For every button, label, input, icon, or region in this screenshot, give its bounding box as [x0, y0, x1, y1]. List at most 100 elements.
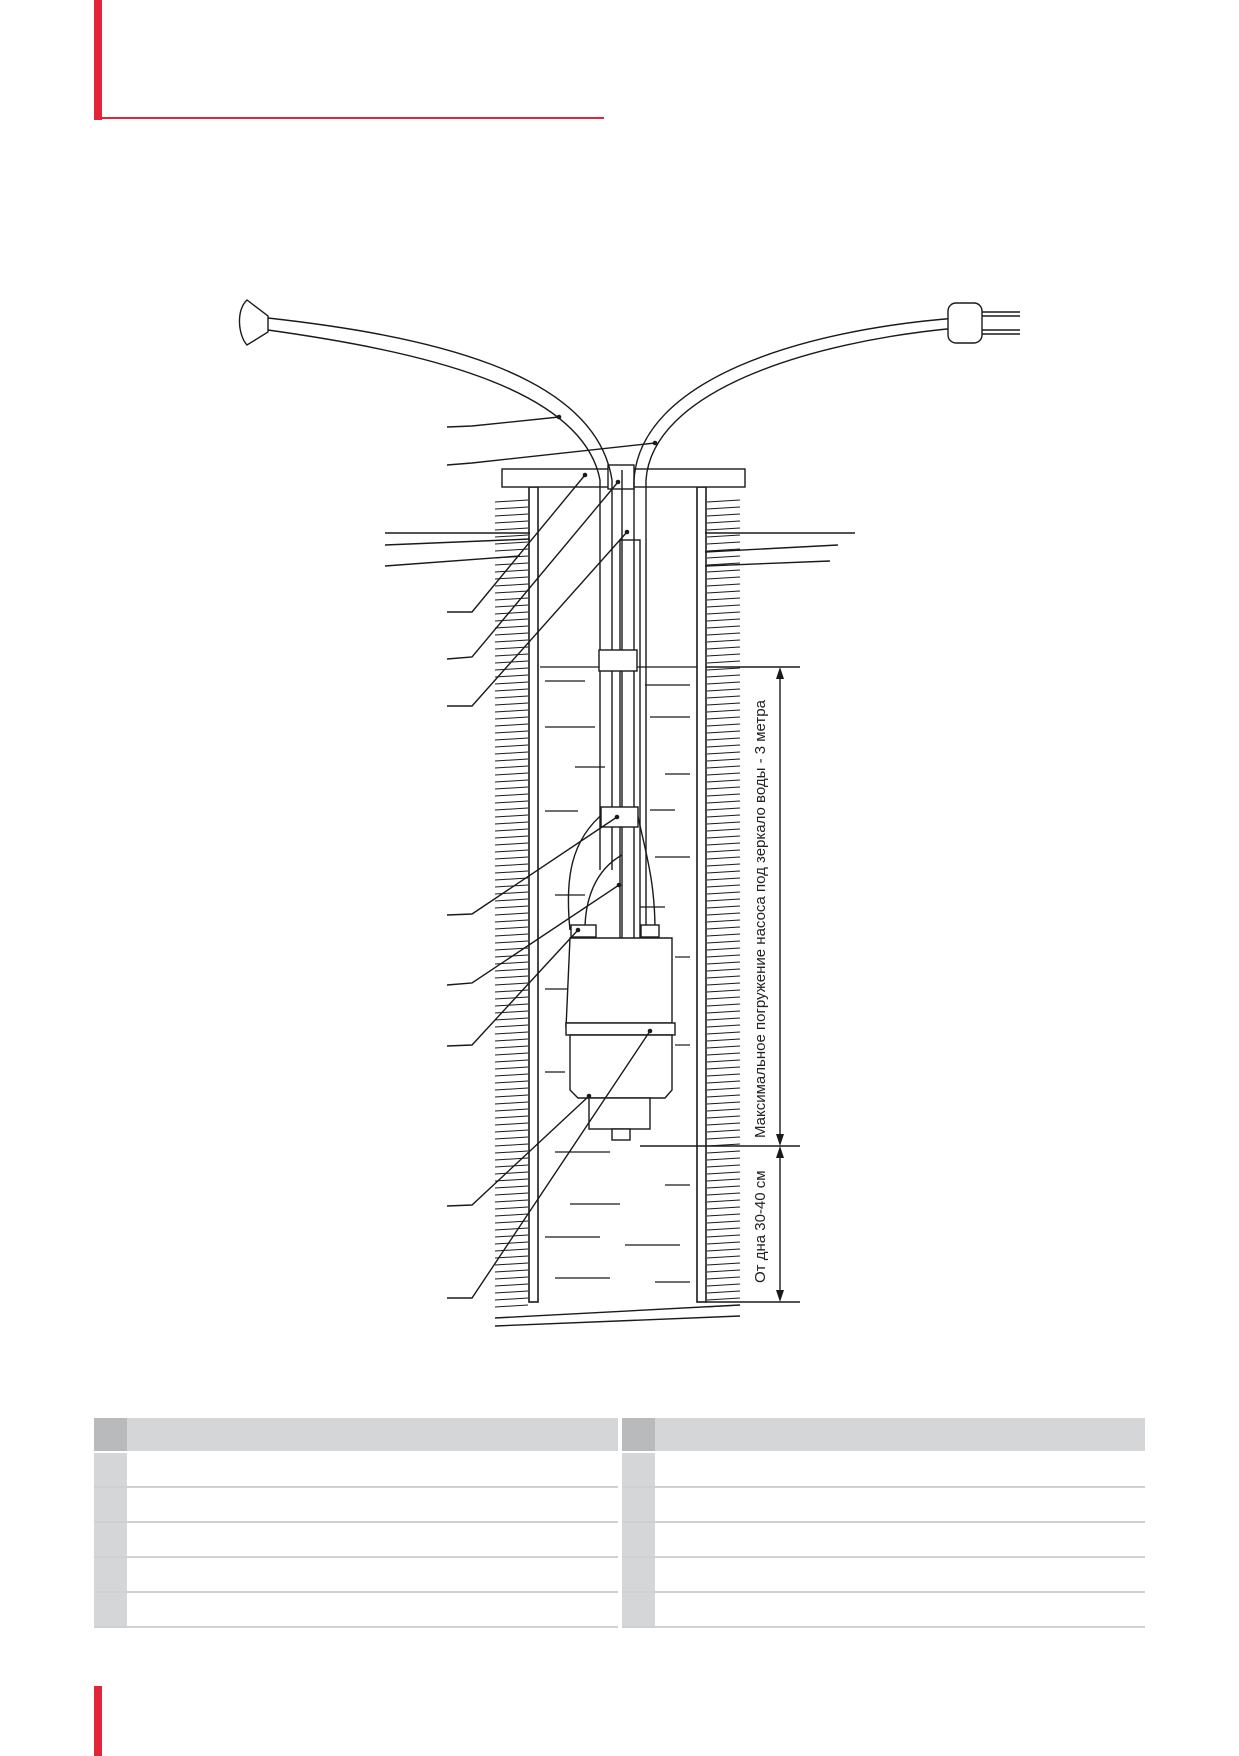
hatch-line: [494, 856, 529, 860]
legend-right-description: [654, 1452, 1145, 1488]
legend-column-gap: [617, 1418, 622, 1453]
hatch-line: [494, 1283, 529, 1287]
hatch-line: [706, 695, 741, 699]
hatch-line: [706, 1122, 741, 1126]
hatch-line: [706, 807, 741, 811]
well-head-cap: [501, 464, 746, 490]
hatch-line: [706, 828, 741, 832]
hatch-line: [494, 604, 529, 608]
hatch-line: [706, 590, 741, 594]
accent-bar-top: [94, 0, 102, 120]
legend-row: [94, 1452, 1145, 1488]
hatch-line: [494, 597, 529, 601]
hatch-line: [494, 674, 529, 678]
hatch-line: [706, 555, 741, 559]
hatch-line: [706, 674, 741, 678]
hatch-line: [494, 1038, 529, 1042]
hatch-line: [706, 1108, 741, 1112]
hatch-line: [494, 681, 529, 685]
hatch-line: [706, 1297, 741, 1301]
hatch-line: [494, 982, 529, 986]
hatch-line: [706, 1192, 741, 1196]
hatch-line: [494, 1213, 529, 1217]
legend-column-gap: [617, 1522, 622, 1557]
hatch-line: [494, 569, 529, 573]
hatch-line: [706, 576, 741, 580]
hatch-line: [494, 870, 529, 874]
hatch-line: [494, 1234, 529, 1238]
submersible-pump: [565, 924, 676, 1141]
hatch-line: [706, 1234, 741, 1238]
hatch-line: [706, 1157, 741, 1161]
hatch-line: [706, 1038, 741, 1042]
hatch-line: [494, 1304, 529, 1308]
hatch-line: [494, 716, 529, 720]
hatch-line: [706, 1045, 741, 1049]
legend-row: [94, 1592, 1145, 1628]
hatch-line: [706, 989, 741, 993]
hatch-line: [494, 912, 529, 916]
hatch-line: [494, 1262, 529, 1266]
hatch-line: [706, 583, 741, 587]
hatch-line: [706, 723, 741, 727]
legend-right-number: [621, 1487, 655, 1523]
hatch-line: [494, 814, 529, 818]
hatch-line: [706, 765, 741, 769]
hatch-line: [706, 639, 741, 643]
hatch-line: [706, 940, 741, 944]
hatch-line: [706, 961, 741, 965]
hatch-line: [706, 1059, 741, 1063]
legend-right-description: [654, 1557, 1145, 1593]
legend-left-description: [127, 1557, 618, 1593]
hatch-line: [706, 1206, 741, 1210]
hatch-line: [494, 758, 529, 762]
hatch-line: [706, 1094, 741, 1098]
hatch-line: [706, 1227, 741, 1231]
hatch-line: [706, 891, 741, 895]
hatch-line: [706, 1220, 741, 1224]
hatch-line: [706, 520, 741, 524]
hatch-line: [494, 730, 529, 734]
hatch-line: [494, 891, 529, 895]
hatch-line: [706, 548, 741, 552]
legend-right-description: [654, 1418, 1145, 1453]
hatch-line: [706, 730, 741, 734]
hatch-line: [494, 527, 529, 531]
legend-left-description: [127, 1592, 618, 1628]
hatch-line: [494, 821, 529, 825]
hatch-line: [494, 1066, 529, 1070]
hatch-line: [494, 779, 529, 783]
hatch-line: [494, 884, 529, 888]
hatch-line: [494, 646, 529, 650]
hatch-line: [494, 933, 529, 937]
bottom-clearance-label: От дна 30-40 см: [752, 1170, 769, 1283]
hatch-line: [494, 905, 529, 909]
legend-right-description: [654, 1522, 1145, 1558]
hatch-line: [494, 1150, 529, 1154]
hatch-line: [494, 940, 529, 944]
hatch-line: [494, 583, 529, 587]
hatch-line: [706, 534, 741, 538]
hatch-line: [494, 1031, 529, 1035]
hatch-line: [494, 898, 529, 902]
hatch-line: [494, 653, 529, 657]
hatch-line: [706, 744, 741, 748]
hatch-line: [494, 1206, 529, 1210]
hatch-line: [494, 1003, 529, 1007]
hatch-line: [706, 947, 741, 951]
hatch-line: [494, 1269, 529, 1273]
hatch-line: [494, 772, 529, 776]
legend-right-number: [621, 1452, 655, 1488]
hatch-line: [494, 793, 529, 797]
hatch-line: [494, 737, 529, 741]
legend-row: [94, 1522, 1145, 1558]
hatch-line: [494, 1136, 529, 1140]
legend-left-description: [127, 1487, 618, 1523]
hatch-line: [706, 919, 741, 923]
hatch-line: [706, 1129, 741, 1133]
hatch-line: [494, 1101, 529, 1105]
hatch-line: [494, 611, 529, 615]
hatch-line: [494, 1276, 529, 1280]
hatch-line: [706, 814, 741, 818]
